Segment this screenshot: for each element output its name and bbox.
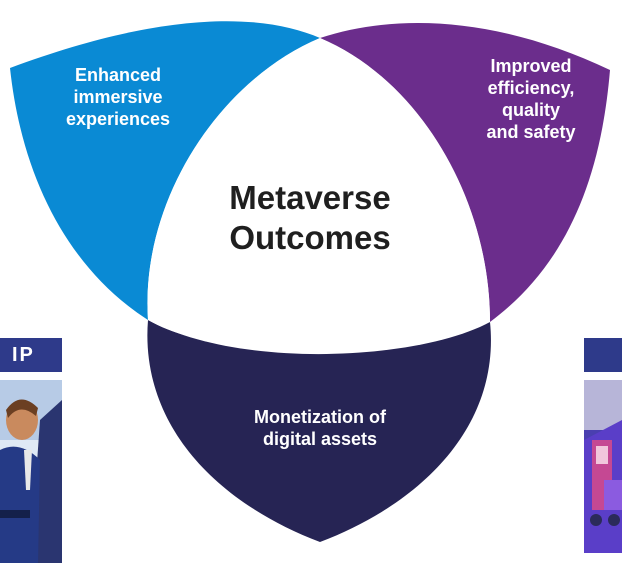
robot-illustration	[584, 380, 622, 553]
right-section-tab	[584, 338, 622, 372]
left-section-tab: IP	[0, 338, 62, 372]
center-title: Metaverse Outcomes	[229, 179, 391, 256]
petal-label-immersive: Enhanced immersive experiences	[65, 65, 171, 129]
petal-label-monetization: Monetization of digital assets	[254, 407, 386, 449]
person-illustration	[0, 380, 62, 563]
center-outcomes-area	[147, 38, 490, 355]
petal-monetization	[147, 320, 491, 542]
left-illustration	[0, 380, 62, 563]
petal-label-efficiency: Improved efficiency, quality and safety	[486, 56, 576, 142]
right-illustration	[584, 380, 622, 553]
petal-efficiency-quality-safety	[320, 22, 610, 323]
petal-immersive-experiences	[10, 21, 320, 321]
left-section-tab-label: IP	[12, 344, 35, 366]
